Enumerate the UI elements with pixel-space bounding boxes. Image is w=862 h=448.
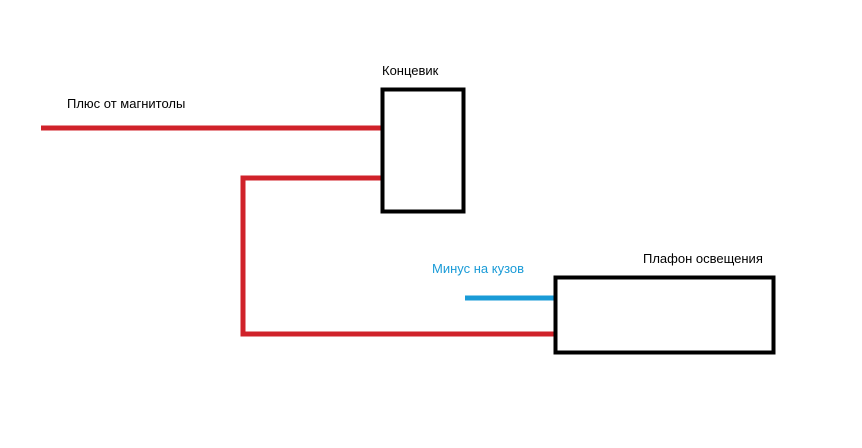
switch-to-lamp-wire [240,175,555,337]
switch-box [380,87,466,214]
switch-label: Концевик [382,63,439,78]
lamp-box [553,275,776,355]
lamp-label: Плафон освещения [643,251,763,266]
plus-source-label: Плюс от магнитолы [67,96,185,111]
ground-label: Минус на кузов [432,261,524,276]
